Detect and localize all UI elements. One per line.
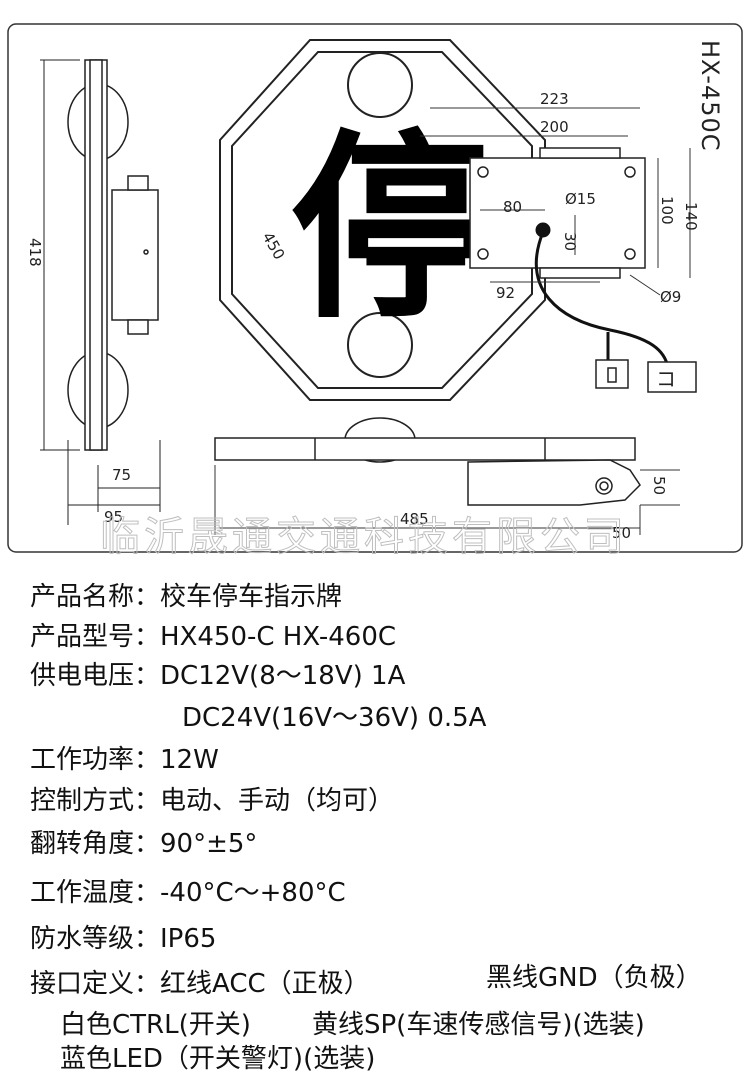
spec-control-label: 控制方式：	[30, 786, 161, 816]
spec-name-value: 校车停车指示牌	[160, 582, 343, 612]
side-view	[40, 59, 161, 525]
spec-interface-yellow: 黄线SP(车速传感信号)(选装)	[312, 1010, 645, 1040]
spec-name-label: 产品名称：	[30, 582, 161, 612]
mount-bracket	[469, 147, 646, 279]
spec-voltage-row: 供电电压：DC12V(8～18V) 1A	[30, 661, 405, 691]
spec-interface-label: 接口定义：	[30, 969, 161, 999]
spec-temp-value: -40°C～+80°C	[160, 878, 346, 908]
spec-ip-label: 防水等级：	[30, 924, 161, 954]
spec-voltage-value-2: DC24V(16V～36V) 0.5A	[182, 703, 487, 733]
spec-temp-row: 工作温度：-40°C～+80°C	[30, 878, 346, 908]
spec-temp-label: 工作温度：	[30, 878, 161, 908]
dim-15: Ø15	[565, 190, 596, 208]
spec-model-label: 产品型号：	[30, 622, 161, 652]
dim-95: 95	[104, 508, 123, 526]
dim-9: Ø9	[660, 288, 681, 306]
spec-control-row: 控制方式：电动、手动（均可）	[30, 786, 394, 816]
spec-model-value: HX450-C HX-460C	[160, 622, 397, 652]
spec-interface-red: 红线ACC（正极）	[160, 969, 370, 999]
dim-80: 80	[503, 198, 522, 216]
dim-75: 75	[112, 466, 131, 484]
svg-text:コ: コ	[656, 367, 676, 391]
dim-50-horizontal: 50	[612, 524, 631, 542]
spec-control-value: 电动、手动（均可）	[160, 786, 395, 816]
spec-voltage-label: 供电电压：	[30, 661, 161, 691]
dim-50-vertical: 50	[650, 476, 668, 495]
spec-angle-value: 90°±5°	[160, 829, 258, 859]
spec-interface-blue: 蓝色LED（开关警灯)(选装)	[60, 1044, 376, 1074]
spec-angle-row: 翻转角度：90°±5°	[30, 829, 257, 859]
sign-character: 停	[290, 113, 490, 346]
model-label: HX-450C	[696, 40, 724, 152]
spec-name-row: 产品名称：校车停车指示牌	[30, 582, 342, 612]
spec-ip-row: 防水等级：IP65	[30, 924, 216, 954]
spec-power-label: 工作功率：	[30, 745, 161, 775]
cable	[534, 222, 670, 369]
octagon-sign	[219, 39, 546, 401]
spec-power-row: 工作功率：12W	[30, 745, 219, 775]
spec-interface-black: 黑线GND（负极）	[486, 963, 702, 993]
spec-model-row: 产品型号：HX450-C HX-460C	[30, 622, 396, 652]
spec-ip-value: IP65	[160, 924, 217, 954]
dim-140: 140	[682, 202, 700, 231]
spec-interface-row: 接口定义：红线ACC（正极）	[30, 969, 370, 999]
dim-92: 92	[496, 284, 515, 302]
spec-power-value: 12W	[160, 745, 219, 775]
dim-223: 223	[540, 90, 569, 108]
dim-100: 100	[658, 196, 676, 225]
front-dimension-lines	[420, 107, 691, 296]
dim-418: 418	[26, 238, 44, 267]
dim-30: 30	[561, 232, 579, 251]
dim-485: 485	[400, 510, 429, 528]
top-dimension-lines	[214, 465, 680, 535]
spec-voltage-value-1: DC12V(8～18V) 1A	[160, 661, 406, 691]
dim-200: 200	[540, 118, 569, 136]
connectors: コ	[595, 359, 697, 393]
top-view	[214, 417, 641, 506]
watermark: 临沂晟通交通科技有限公司	[100, 514, 628, 560]
spec-angle-label: 翻转角度：	[30, 829, 161, 859]
spec-interface-white: 白色CTRL(开关)	[60, 1010, 251, 1040]
technical-drawing: HX-450C 418 75 95 停	[7, 23, 743, 560]
